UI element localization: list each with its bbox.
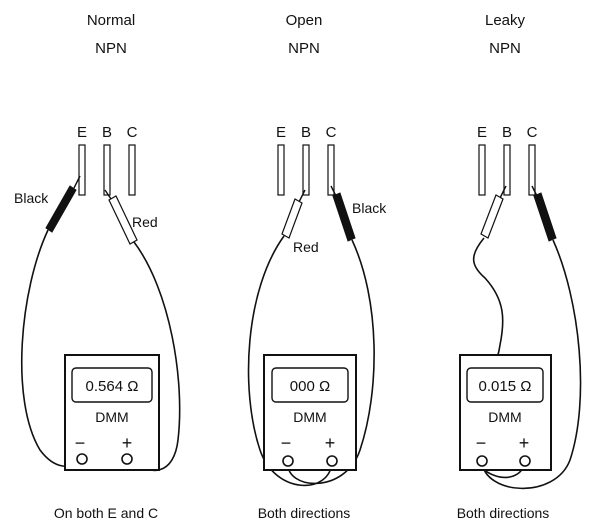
panel-title: Open	[286, 12, 323, 29]
plus-jack	[326, 455, 338, 467]
transistor-lead-c	[128, 144, 136, 196]
panel-subtitle: NPN	[489, 40, 521, 57]
panel-open: Open NPN E B C Red Black 000 Ω DMM −	[247, 12, 387, 521]
plus-sign: +	[325, 433, 336, 453]
black-lead-label: Black	[352, 200, 387, 216]
dmm-label: DMM	[95, 409, 128, 425]
transistor-lead-e	[78, 144, 86, 196]
pin-label-e: E	[77, 124, 87, 141]
pin-label-b: B	[301, 124, 311, 141]
black-lead-label: Black	[14, 190, 49, 206]
dmm-label: DMM	[293, 409, 326, 425]
panel-title: Leaky	[485, 12, 526, 29]
panel-leaky: Leaky NPN E B C 0.015 Ω DMM − +	[457, 12, 582, 521]
black-probe	[531, 185, 557, 242]
dmm-meter: 0.015 Ω DMM − +	[459, 354, 552, 471]
transistor-lead-b	[103, 144, 111, 196]
plus-sign: +	[122, 433, 133, 453]
pin-label-c: C	[527, 124, 538, 141]
dmm-display	[466, 367, 544, 403]
dmm-display	[71, 367, 153, 403]
black-wire	[481, 239, 582, 490]
pin-label-b: B	[102, 124, 112, 141]
panel-title: Normal	[87, 12, 135, 29]
black-probe	[330, 185, 356, 242]
minus-jack	[282, 455, 294, 467]
transistor-lead-b	[302, 144, 310, 196]
pin-label-e: E	[477, 124, 487, 141]
transistor-lead-c	[327, 144, 335, 196]
black-probe	[45, 175, 81, 233]
pin-label-b: B	[502, 124, 512, 141]
minus-sign: −	[75, 433, 86, 453]
pin-label-c: C	[127, 124, 138, 141]
black-wire	[287, 239, 375, 485]
minus-sign: −	[476, 433, 487, 453]
transistor-lead-c	[528, 144, 536, 196]
red-probe	[281, 189, 306, 239]
panel-subtitle: NPN	[288, 40, 320, 57]
minus-sign: −	[281, 433, 292, 453]
panel-caption: Both directions	[457, 505, 550, 521]
plus-jack	[121, 453, 133, 465]
pin-label-c: C	[326, 124, 337, 141]
dmm-meter: 000 Ω DMM − +	[263, 354, 357, 471]
dmm-reading: 000 Ω	[290, 378, 330, 395]
plus-jack	[519, 455, 531, 467]
transistor-lead-e	[478, 144, 486, 196]
red-lead-label: Red	[132, 214, 158, 230]
dmm-meter: 0.564 Ω DMM − +	[64, 354, 160, 471]
dmm-display	[271, 367, 349, 403]
red-probe	[480, 185, 507, 239]
dmm-reading: 0.015 Ω	[479, 378, 532, 395]
dmm-reading: 0.564 Ω	[86, 378, 139, 395]
panel-subtitle: NPN	[95, 40, 127, 57]
minus-jack	[476, 455, 488, 467]
red-probe	[104, 189, 138, 245]
panel-normal: Normal NPN E B C Black Red 0.564 Ω DMM −	[14, 12, 181, 521]
panel-caption: Both directions	[258, 505, 351, 521]
dmm-label: DMM	[488, 409, 521, 425]
panel-caption: On both E and C	[54, 505, 158, 521]
plus-sign: +	[519, 433, 530, 453]
pin-label-e: E	[276, 124, 286, 141]
red-lead-label: Red	[293, 239, 319, 255]
transistor-lead-b	[503, 144, 511, 196]
minus-jack	[76, 453, 88, 465]
transistor-lead-e	[277, 144, 285, 196]
